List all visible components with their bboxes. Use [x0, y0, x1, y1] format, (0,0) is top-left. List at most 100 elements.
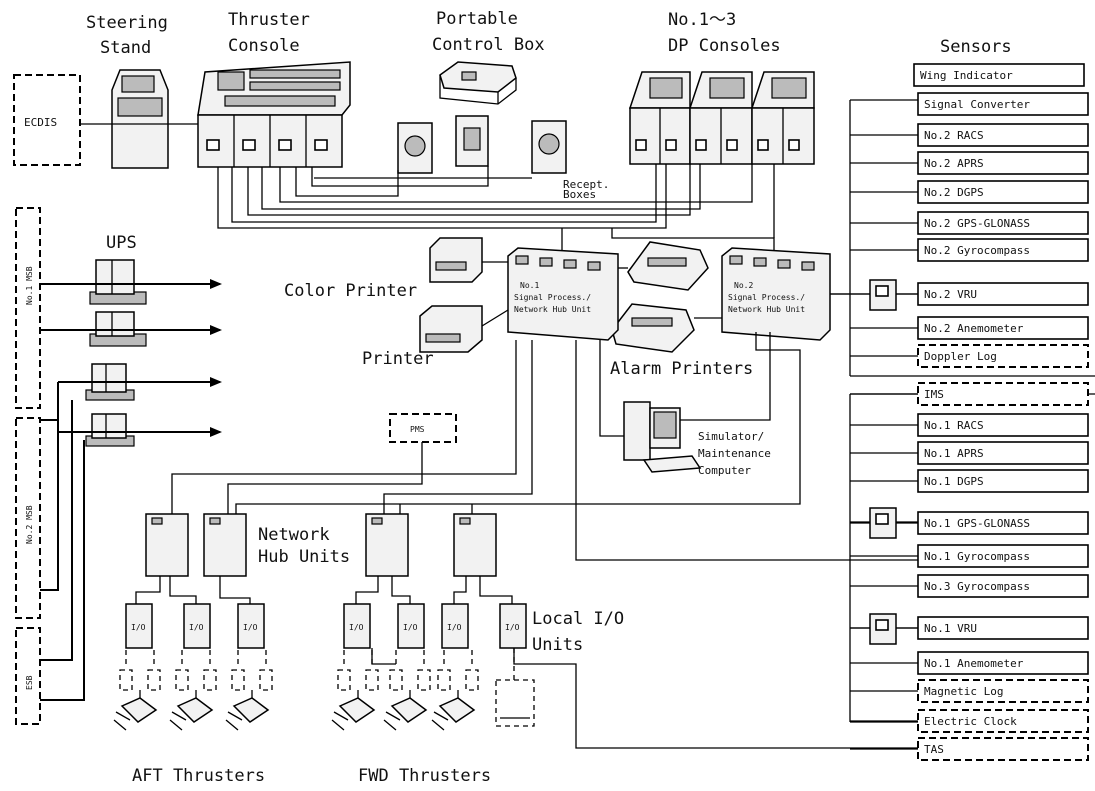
svg-text:Network Hub Unit: Network Hub Unit [514, 305, 591, 314]
local-io-units: I/O I/O I/O I/O I/O I/O I/O [125, 576, 527, 649]
steering-stand-device [111, 69, 169, 169]
ecdis-box [13, 74, 81, 166]
sensor-box: Signal Converter [917, 92, 1089, 116]
receptacle-box-2 [455, 115, 489, 167]
sensor-box: No.2 Gyrocompass [850, 238, 1089, 262]
svg-text:No.1 GPS-GLONASS: No.1 GPS-GLONASS [924, 517, 1030, 530]
dp-console-2 [688, 71, 753, 165]
ups-label: UPS [106, 233, 137, 253]
svg-text:Simulator/: Simulator/ [698, 430, 764, 443]
svg-text:Magnetic Log: Magnetic Log [924, 685, 1003, 698]
svg-text:Electric Clock: Electric Clock [924, 715, 1017, 728]
sensor-box: Doppler Log [850, 344, 1089, 368]
svg-text:Doppler Log: Doppler Log [924, 350, 997, 363]
svg-text:TAS: TAS [924, 743, 944, 756]
svg-text:Hub Units: Hub Units [258, 547, 350, 567]
io-unit [125, 603, 153, 649]
sensor-box: No.1 Anemometer [850, 651, 1089, 675]
esb-box [15, 627, 41, 725]
heading-sensors: Sensors [940, 37, 1012, 57]
thruster-symbol [383, 650, 431, 731]
svg-text:I/O: I/O [505, 623, 520, 632]
svg-text:Wing Indicator: Wing Indicator [920, 69, 1013, 82]
printer-device [419, 305, 483, 353]
top-bus-wiring [217, 164, 775, 255]
sensor-box: No.1 Gyrocompass [850, 544, 1089, 568]
svg-text:I/O: I/O [189, 623, 204, 632]
network-hub-units-label: Network Hub Units [258, 525, 350, 567]
svg-text:I/O: I/O [349, 623, 364, 632]
thruster-console-device [197, 61, 351, 168]
alarm-printer-2 [611, 303, 695, 353]
io-unit [183, 603, 211, 649]
thruster-symbol [225, 650, 273, 731]
io-unit [499, 603, 527, 649]
dp-console-3 [750, 71, 815, 165]
svg-text:Maintenance: Maintenance [698, 447, 771, 460]
svg-text:No.1 RACS: No.1 RACS [924, 419, 984, 432]
simulator-computer-device [623, 401, 702, 473]
no2-msb-box [15, 417, 41, 619]
svg-text:No.2 GPS-GLONASS: No.2 GPS-GLONASS [924, 217, 1030, 230]
ups-unit-2 [89, 311, 147, 347]
thruster-symbol [331, 650, 379, 731]
simulator-label: Simulator/ Maintenance Computer [698, 430, 771, 477]
svg-text:DP Consoles: DP Consoles [668, 36, 781, 56]
alarm-printer-1 [627, 241, 709, 291]
hub-wiring [171, 332, 1040, 561]
ups-unit-3 [85, 363, 135, 401]
svg-text:Signal Process./: Signal Process./ [514, 293, 591, 302]
network-hub-unit-1 [145, 513, 189, 577]
network-hub-unit-4 [453, 513, 497, 577]
aft-thruster-group [113, 650, 273, 731]
thruster-symbol [113, 650, 161, 731]
svg-text:No.2: No.2 [734, 281, 753, 290]
receptacle-box-1 [397, 122, 433, 174]
sensor-box: TAS [850, 737, 1089, 761]
svg-text:No.1 APRS: No.1 APRS [924, 447, 984, 460]
svg-text:No.1 Gyrocompass: No.1 Gyrocompass [924, 550, 1030, 563]
sensor-box: No.2 Anemometer [850, 316, 1089, 340]
svg-text:Control Box: Control Box [432, 35, 545, 55]
heading-thruster-console: Thruster Console [228, 10, 310, 56]
converter-vru2 [869, 279, 918, 311]
portable-control-box-device [439, 61, 517, 105]
sensor-box: IMS [850, 382, 1089, 406]
svg-text:No.1 Anemometer: No.1 Anemometer [924, 657, 1024, 670]
svg-text:No.2 RACS: No.2 RACS [924, 129, 984, 142]
io-unit [397, 603, 425, 649]
sensor-box: No.1 APRS [850, 441, 1089, 465]
tunnel-thruster-symbol [495, 648, 535, 727]
sensor-box: No.2 GPS-GLONASS [850, 211, 1089, 235]
converter-vru1 [850, 613, 918, 645]
sensor-box: Electric Clock [850, 709, 1089, 733]
svg-text:Units: Units [532, 635, 583, 655]
svg-text:Stand: Stand [100, 38, 151, 58]
svg-text:No.1: No.1 [520, 281, 539, 290]
svg-text:Network Hub Unit: Network Hub Unit [728, 305, 805, 314]
network-hub-unit-2 [203, 513, 247, 577]
svg-text:No.1 VRU: No.1 VRU [924, 622, 977, 635]
no2-msb-label: No.2 MSB [25, 505, 34, 544]
esb-label: ESB [25, 675, 34, 690]
dp-console-1 [628, 71, 691, 165]
heading-steering-stand: Steering Stand [86, 13, 168, 58]
recept-boxes-label: Recept. Boxes [563, 178, 609, 201]
no1-msb-label: No.1 MSB [25, 266, 34, 305]
receptacle-box-3 [531, 120, 567, 174]
local-io-units-label: Local I/O Units [532, 609, 624, 655]
svg-text:Network: Network [258, 525, 330, 545]
converter-gps1 [850, 507, 918, 539]
svg-text:No.3 Gyrocompass: No.3 Gyrocompass [924, 580, 1030, 593]
sensor-box: No.2 RACS [850, 123, 1089, 147]
svg-text:No.1～3: No.1～3 [668, 10, 736, 30]
svg-text:No.2 DGPS: No.2 DGPS [924, 186, 984, 199]
sensor-box: No.1 RACS [850, 413, 1089, 437]
svg-text:Signal Process./: Signal Process./ [728, 293, 805, 302]
svg-text:No.2 Gyrocompass: No.2 Gyrocompass [924, 244, 1030, 257]
signal-process-unit-1: No.1 Signal Process./ Network Hub Unit [507, 247, 619, 341]
